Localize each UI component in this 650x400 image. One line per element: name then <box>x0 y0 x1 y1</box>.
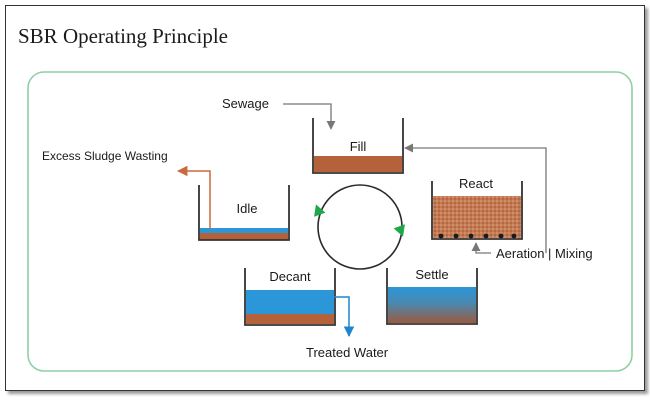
react-label: React <box>459 176 493 191</box>
feed-return-line <box>404 143 547 253</box>
decant-tank: Decant <box>244 268 336 326</box>
treated-water-arrow <box>334 296 355 338</box>
settle-label: Settle <box>415 267 448 282</box>
sewage-label: Sewage <box>222 96 269 111</box>
fill-tank: Fill <box>312 118 404 174</box>
aeration-diffusers <box>438 233 517 239</box>
idle-tank: Idle <box>198 185 290 241</box>
fill-sludge-layer <box>314 156 402 172</box>
cycle-circle <box>314 184 405 270</box>
settle-tank: Settle <box>386 267 478 325</box>
decant-sludge-layer <box>246 314 334 324</box>
excess-sludge-label: Excess Sludge Wasting <box>42 149 168 163</box>
settle-layers <box>388 287 476 323</box>
idle-label: Idle <box>237 201 258 216</box>
cycle-arrowhead-left <box>314 204 326 217</box>
cycle-arrowhead-right <box>393 224 405 237</box>
excess-sludge-arrow <box>176 165 211 229</box>
decant-label: Decant <box>269 269 311 284</box>
react-tank: React <box>431 176 523 240</box>
idle-sludge-layer <box>200 233 288 240</box>
idle-water-layer <box>200 228 288 233</box>
react-mixed-liquor <box>433 196 521 238</box>
aeration-arrow <box>471 242 491 254</box>
sewage-inlet-arrow <box>283 103 336 130</box>
aeration-mixing-label: Aeration | Mixing <box>496 246 593 261</box>
decant-water-layer <box>246 290 334 314</box>
fill-label: Fill <box>350 139 367 154</box>
treated-water-label: Treated Water <box>306 345 389 360</box>
diagram-panel <box>27 71 633 372</box>
figure-title: SBR Operating Principle <box>18 24 228 48</box>
